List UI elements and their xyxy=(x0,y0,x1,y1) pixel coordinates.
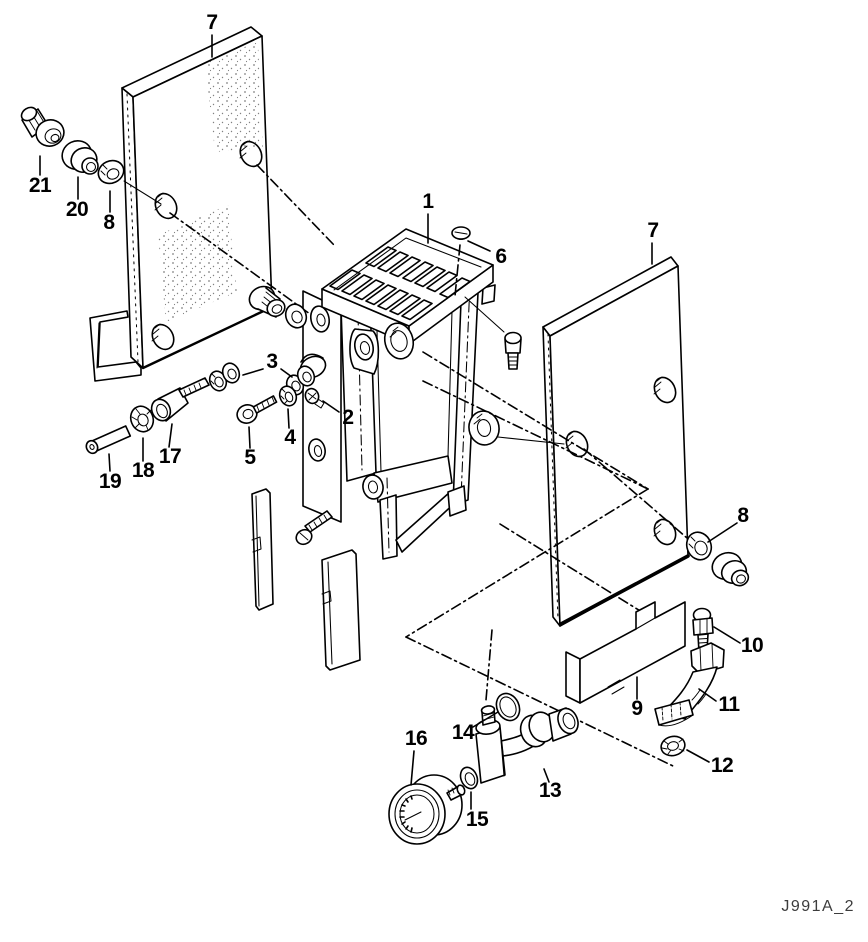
mounting-bolt xyxy=(504,331,522,370)
part-12-washer xyxy=(660,735,686,757)
part-1-main-bracket xyxy=(302,228,500,560)
part-7-left-plate xyxy=(121,26,274,370)
part-label-4: 4 xyxy=(284,426,296,449)
part-label-5: 5 xyxy=(244,446,256,469)
part-label-11: 11 xyxy=(718,693,740,716)
part-17-fitting xyxy=(150,377,210,422)
part-label-18: 18 xyxy=(131,459,155,482)
part-label-12: 12 xyxy=(710,754,734,777)
part-label-7-left: 7 xyxy=(206,11,218,34)
part-9-bracket-plate xyxy=(565,601,686,704)
part-label-8-right: 8 xyxy=(737,504,749,527)
plate-hole xyxy=(653,376,677,404)
part-6-screw xyxy=(451,226,471,241)
leader-lines xyxy=(39,34,741,810)
part-label-6: 6 xyxy=(495,245,507,268)
part-3-lockwashers xyxy=(208,362,316,396)
plate-hole xyxy=(154,192,178,220)
part-11-hose xyxy=(654,642,725,727)
diagram-code: J991A_2 xyxy=(781,898,855,915)
part-label-8-left: 8 xyxy=(103,211,115,234)
vent-slots xyxy=(329,246,471,321)
part-label-16: 16 xyxy=(404,727,428,750)
part-4-washer xyxy=(278,385,298,407)
part-label-17: 17 xyxy=(158,445,182,468)
part-18-star-washer xyxy=(129,405,155,433)
part-label-14: 14 xyxy=(451,721,475,744)
part-7-right-plate xyxy=(542,256,690,627)
part-16-gauge xyxy=(388,774,466,845)
part-2-screw xyxy=(304,387,325,409)
gauge-ticks xyxy=(399,795,413,833)
part-21-fitting xyxy=(20,106,65,147)
mounting-strips xyxy=(251,488,361,671)
strip-screw xyxy=(295,510,333,546)
part-label-7-right: 7 xyxy=(647,219,659,242)
part-label-2: 2 xyxy=(342,406,354,429)
plate-hole xyxy=(653,518,677,546)
part-14-oring xyxy=(495,692,521,722)
part-label-15: 15 xyxy=(465,808,489,831)
part-label-20: 20 xyxy=(65,198,89,221)
corner-bracket xyxy=(89,310,142,382)
axis-lines xyxy=(169,164,695,767)
part-19-tube xyxy=(85,425,132,455)
part-label-10: 10 xyxy=(740,634,764,657)
part-15-washer xyxy=(459,766,479,790)
part-label-3: 3 xyxy=(266,350,278,373)
plug-right xyxy=(711,551,750,587)
part-20-bushing xyxy=(61,140,99,175)
part-5-bolt xyxy=(236,395,278,424)
part-label-19: 19 xyxy=(98,470,122,493)
part-8-washer-left xyxy=(97,159,125,185)
plate-hole xyxy=(151,323,175,351)
part-label-13: 13 xyxy=(538,779,562,802)
part-label-1: 1 xyxy=(422,190,434,213)
part-label-21: 21 xyxy=(28,174,52,197)
plug-and-washer xyxy=(248,285,308,329)
part-label-9: 9 xyxy=(631,697,643,720)
